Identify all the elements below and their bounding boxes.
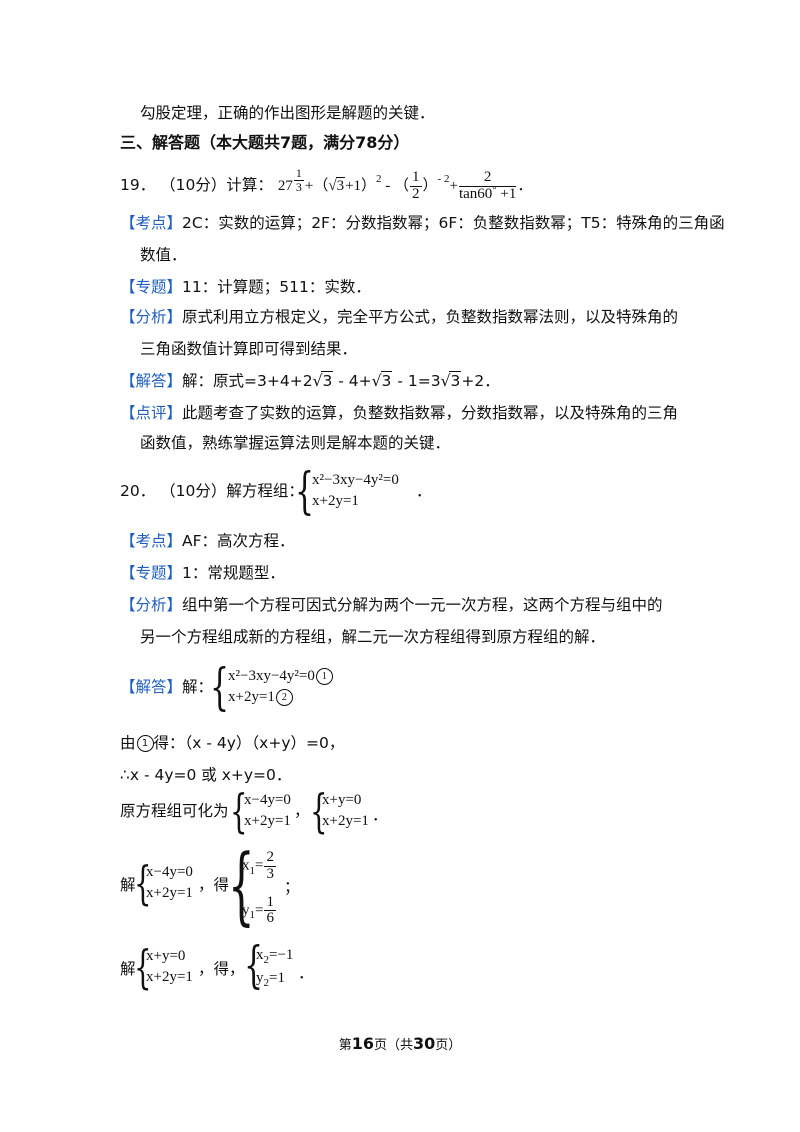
q19-score: （10分） bbox=[160, 176, 227, 194]
q19-jieda: 【解答】解：原式=3+4+2√3 - 4+√3 - 1=3√3+2． bbox=[120, 371, 500, 390]
kaodian-tag: 【考点】 bbox=[120, 532, 183, 550]
q20-end: ． bbox=[416, 482, 432, 500]
q20-zhuanti: 【专题】1：常规题型． bbox=[120, 564, 285, 582]
jieda-tag: 【解答】 bbox=[120, 372, 183, 390]
q20-score: （10分） bbox=[160, 482, 227, 500]
q19-dianping: 【点评】此题考查了实数的运算，负整数指数幂，分数指数幂，以及特殊角的三角 bbox=[120, 404, 679, 422]
step-therefore: ∴x - 4y=0 或 x+y=0． bbox=[120, 766, 292, 784]
solution-2: x2=−1 y2=1 bbox=[256, 947, 294, 989]
circled-1-icon: 1 bbox=[136, 735, 154, 752]
q20-eq1: x²−3xy−4y²=0 bbox=[312, 472, 399, 488]
q20-eq2: x+2y=1 bbox=[312, 493, 359, 509]
question-20: 20． （10分）解方程组： bbox=[120, 480, 304, 502]
q19-number: 19． bbox=[120, 176, 156, 194]
q20-number: 20． bbox=[120, 482, 156, 500]
brace-icon: { bbox=[134, 856, 152, 910]
q19-zhuanti: 【专题】11：计算题；511：实数． bbox=[120, 278, 371, 296]
step-rewrite: 原方程组可化为 bbox=[120, 802, 229, 820]
q20-system: x²−3xy−4y²=0 x+2y=1 bbox=[312, 470, 399, 512]
q19-fenxi: 【分析】原式利用立方根定义，完全平方公式，负整数指数幂法则，以及特殊角的 bbox=[120, 308, 679, 326]
step-solve-1: 解 bbox=[120, 876, 136, 894]
zhuanti-tag: 【专题】 bbox=[120, 564, 183, 582]
q20-fenxi-cont: 另一个方程组成新的方程组，解二元一次方程组得到原方程组的解． bbox=[140, 628, 606, 646]
jieda-eq2: x+2y=1 bbox=[228, 689, 275, 705]
q20-prompt: 解方程组： bbox=[226, 482, 304, 500]
page-number: 16 bbox=[351, 1034, 374, 1053]
sqrt-3: √3 bbox=[328, 177, 346, 194]
brace-icon: { bbox=[310, 784, 328, 838]
kaodian-tag: 【考点】 bbox=[120, 214, 183, 232]
jieda-tag: 【解答】 bbox=[120, 678, 183, 696]
brace-icon: { bbox=[228, 836, 255, 934]
page-total: 30 bbox=[413, 1034, 436, 1053]
jieda-eq1: x²−3xy−4y²=0 bbox=[228, 668, 315, 684]
q19-fenxi-cont: 三角函数值计算即可得到结果． bbox=[140, 340, 358, 358]
q19-kaodian-cont: 数值． bbox=[140, 246, 187, 264]
brace-icon: { bbox=[295, 462, 315, 520]
zhuanti-tag: 【专题】 bbox=[120, 278, 183, 296]
circled-2-icon: 2 bbox=[275, 689, 293, 707]
circled-1-icon: 1 bbox=[315, 668, 333, 686]
section-title: 三、解答题（本大题共7题，满分78分） bbox=[120, 133, 410, 152]
fenxi-tag: 【分析】 bbox=[120, 308, 183, 326]
system-a-solve: x−4y=0 x+2y=1 bbox=[146, 864, 193, 901]
system-a: x−4y=0 x+2y=1 bbox=[244, 792, 291, 829]
page-footer: 第16页（共30页） bbox=[338, 1034, 462, 1053]
q19-prompt: 计算： bbox=[226, 176, 273, 194]
system-b: x+y=0 x+2y=1 bbox=[322, 792, 369, 829]
q20-jieda: 【解答】解： bbox=[120, 678, 214, 696]
system-b-solve: x+y=0 x+2y=1 bbox=[146, 948, 193, 985]
brace-icon: { bbox=[210, 658, 230, 716]
q20-kaodian: 【考点】AF：高次方程． bbox=[120, 532, 295, 550]
q19-dianping-cont: 函数值，熟练掌握运算法则是解本题的关键． bbox=[140, 434, 451, 452]
q20-fenxi: 【分析】组中第一个方程可因式分解为两个一元一次方程，这两个方程与组中的 bbox=[120, 596, 663, 614]
base-27: 27 bbox=[277, 178, 293, 194]
dianping-tag: 【点评】 bbox=[120, 404, 183, 422]
brace-icon: { bbox=[230, 784, 248, 838]
continued-line: 勾股定理，正确的作出图形是解题的关键． bbox=[140, 104, 435, 122]
step-solve-2: 解 bbox=[120, 960, 136, 978]
q19-kaodian: 【考点】2C：实数的运算；2F：分数指数幂；6F：负整数指数幂；T5：特殊角的三… bbox=[120, 214, 725, 232]
fenxi-tag: 【分析】 bbox=[120, 596, 183, 614]
brace-icon: { bbox=[244, 936, 264, 994]
brace-icon: { bbox=[134, 940, 152, 994]
